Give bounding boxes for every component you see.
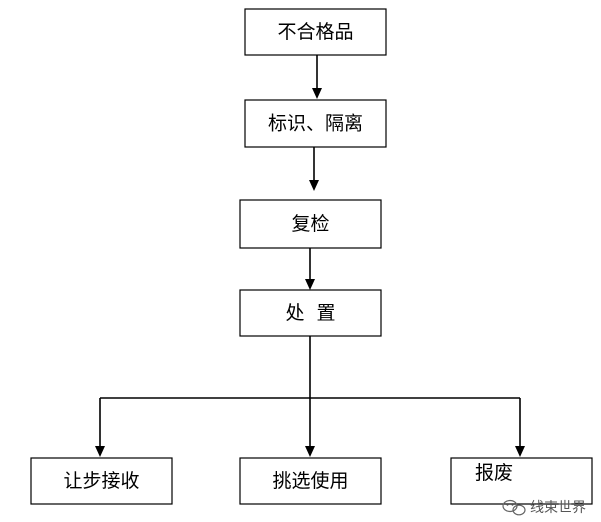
node-nonconforming: 不合格品 — [244, 8, 387, 56]
node-scrap: 报废 — [450, 457, 593, 505]
watermark-text: 线束世界 — [530, 500, 586, 516]
nodes: 不合格品 标识、隔离 复检 处 置 让步接收 挑选使用 报废 — [30, 8, 593, 505]
node-disposal: 处 置 — [239, 289, 382, 337]
node-nonconforming-label: 不合格品 — [277, 21, 353, 43]
node-identify-isolate: 标识、隔离 — [244, 99, 387, 148]
node-sort-use: 挑选使用 — [239, 457, 382, 505]
node-disposal-box — [239, 289, 382, 337]
arrowhead-sort-use — [305, 446, 315, 457]
node-concession-label: 让步接收 — [63, 470, 139, 492]
node-reinspect-box — [239, 199, 382, 249]
arrowhead-disposal — [305, 279, 315, 290]
node-identify-isolate-box — [244, 99, 387, 148]
arrowhead-concession — [95, 446, 105, 457]
arrowhead-scrap — [515, 446, 525, 457]
node-sort-use-box — [239, 457, 382, 505]
edges — [95, 55, 525, 457]
node-disposal-label: 处 置 — [285, 302, 335, 324]
node-scrap-label: 报废 — [475, 462, 513, 484]
arrowhead-identify — [312, 88, 322, 99]
node-reinspect-label: 复检 — [291, 213, 329, 235]
node-concession-box — [30, 457, 173, 505]
node-reinspect: 复检 — [239, 199, 382, 249]
node-sort-use-label: 挑选使用 — [272, 470, 348, 492]
node-concession: 让步接收 — [30, 457, 173, 505]
node-scrap-box — [450, 457, 593, 505]
node-nonconforming-box — [244, 8, 387, 56]
node-identify-isolate-label: 标识、隔离 — [268, 113, 363, 135]
wechat-icon — [502, 499, 526, 516]
arrowhead-reinspect — [309, 180, 319, 191]
watermark: 线束世界 — [502, 499, 586, 516]
